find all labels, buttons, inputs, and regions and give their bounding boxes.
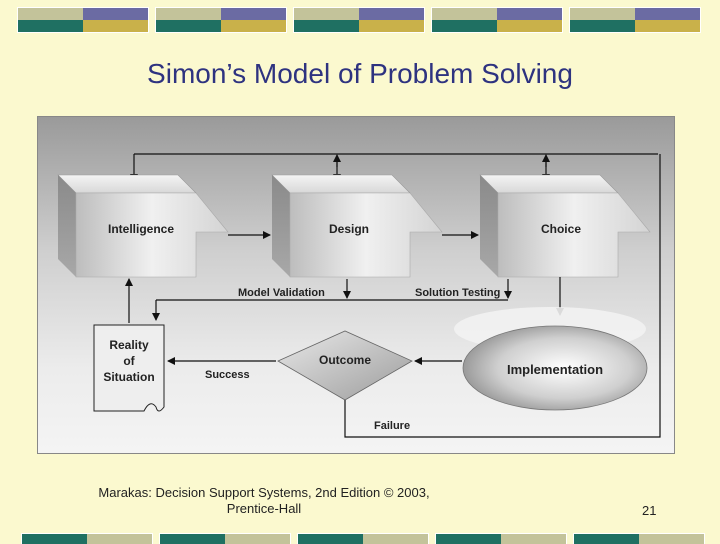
implementation-ellipse: Implementation	[454, 307, 647, 410]
page-number: 21	[642, 503, 656, 518]
phase-label-intelligence: Intelligence	[108, 222, 174, 236]
model-validation-label: Model Validation	[238, 287, 325, 299]
phase-label-design: Design	[329, 222, 369, 236]
choice-box: Choice	[480, 175, 650, 277]
band-tile	[22, 534, 152, 544]
footer-line-2: Prentice-Hall	[84, 501, 444, 517]
band-tile	[298, 534, 428, 544]
band-tile	[156, 8, 286, 32]
intelligence-box: Intelligence	[58, 175, 228, 277]
outcome-diamond: Outcome	[278, 331, 412, 400]
implementation-label: Implementation	[507, 362, 603, 377]
band-tile	[570, 8, 700, 32]
simon-model-diagram: Intelligence Design Choice Model Validat…	[38, 117, 674, 453]
top-decorative-band	[0, 8, 720, 32]
success-label: Success	[205, 369, 250, 381]
reality-label-line3: Situation	[103, 370, 154, 384]
reality-label-line2: of	[123, 354, 135, 368]
band-tile	[574, 534, 704, 544]
footer-line-1: Marakas: Decision Support Systems, 2nd E…	[84, 485, 444, 501]
failure-label: Failure	[374, 420, 410, 432]
slide-title: Simon’s Model of Problem Solving	[0, 58, 720, 90]
band-tile	[436, 534, 566, 544]
reality-label-line1: Reality	[109, 338, 149, 352]
phase-label-choice: Choice	[541, 222, 581, 236]
design-box: Design	[272, 175, 442, 277]
diagram-panel: Intelligence Design Choice Model Validat…	[37, 116, 675, 454]
bottom-decorative-band	[0, 534, 720, 544]
band-tile	[294, 8, 424, 32]
footer-citation: Marakas: Decision Support Systems, 2nd E…	[84, 485, 444, 517]
reality-of-situation-document: Reality of Situation	[94, 325, 164, 411]
band-tile	[18, 8, 148, 32]
solution-testing-label: Solution Testing	[415, 287, 500, 299]
band-tile	[160, 534, 290, 544]
outcome-label: Outcome	[319, 353, 371, 367]
band-tile	[432, 8, 562, 32]
